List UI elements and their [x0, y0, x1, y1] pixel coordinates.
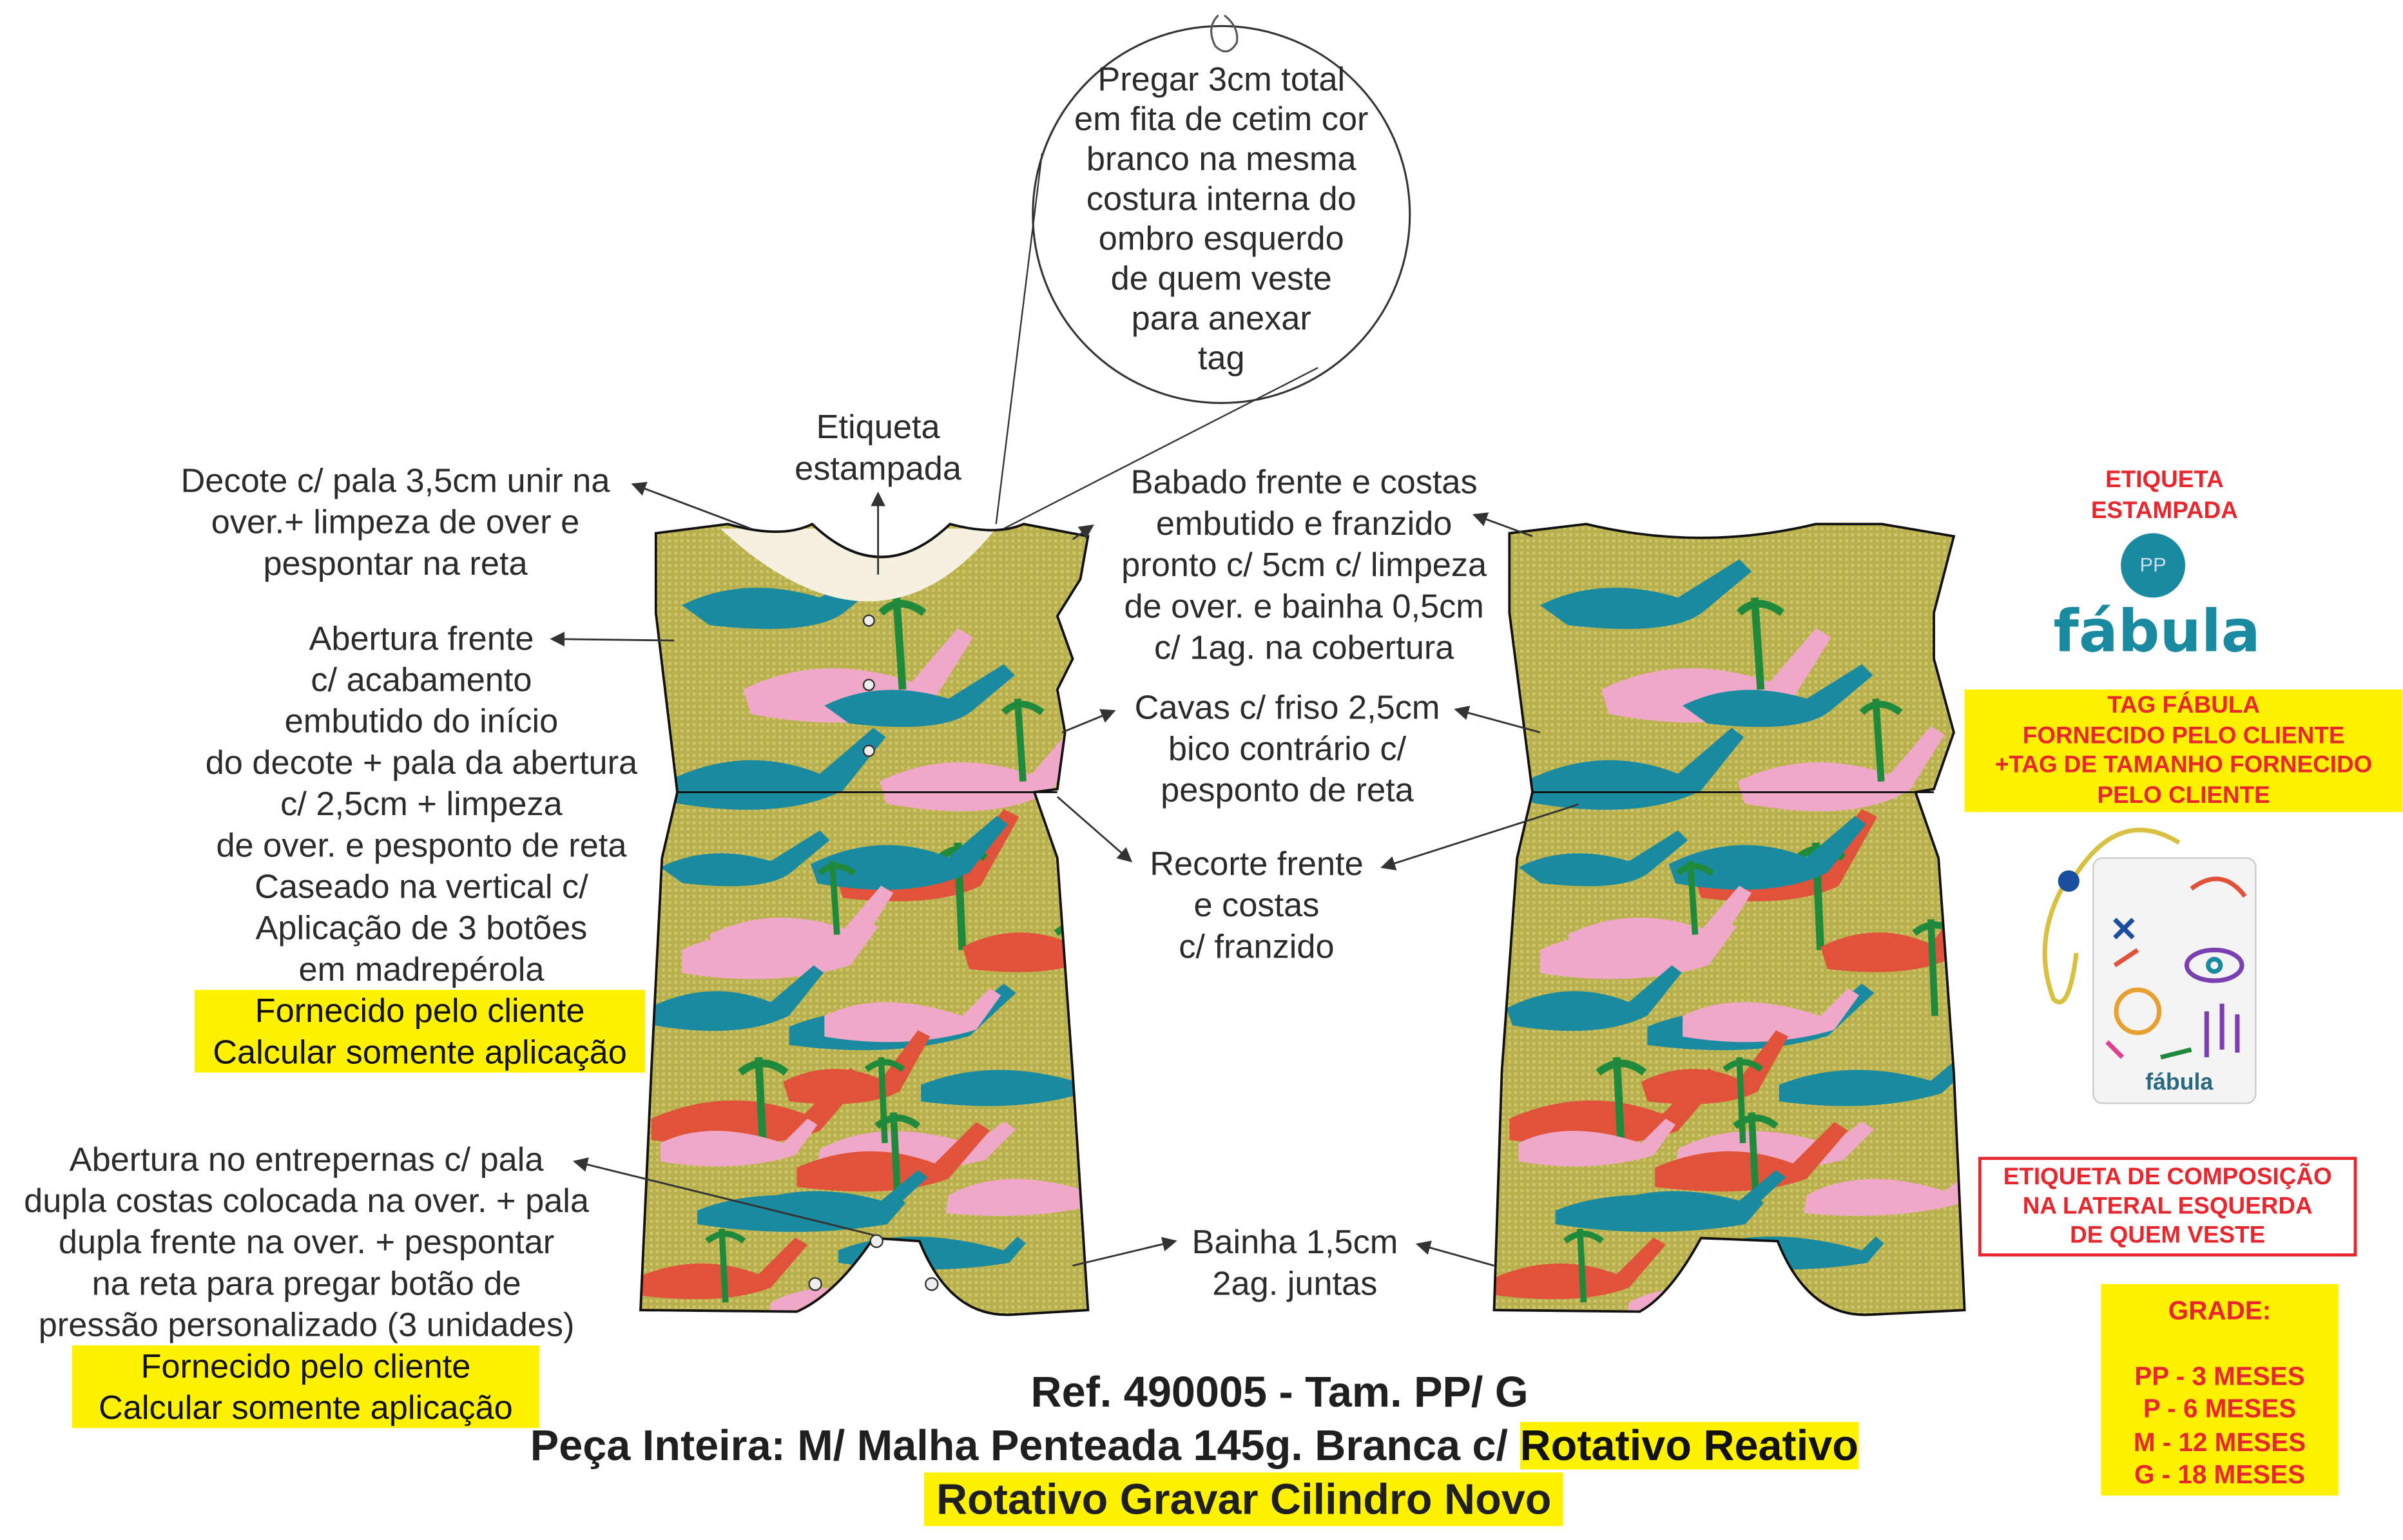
annotation-line: pesponto de reta: [1161, 771, 1414, 809]
annotation-line: Decote c/ pala 3,5cm unir na: [180, 461, 610, 500]
grade-title: GRADE:: [2168, 1296, 2272, 1325]
entrepernas-annotation: Abertura no entrepernas c/ pala dupla co…: [0, 1139, 613, 1345]
box-line: FORNECIDO PELO CLIENTE: [2022, 722, 2345, 749]
tag-fabula-box: TAG FÁBULA FORNECIDO PELO CLIENTE +TAG D…: [1964, 689, 2403, 813]
annotation-line: pespontar na reta: [263, 544, 528, 582]
composicao-box: ETIQUETA DE COMPOSIÇÃO NA LATERAL ESQUER…: [1978, 1157, 2357, 1256]
annotation-line: Babado frente e costas: [1130, 463, 1478, 501]
callout-circle: [1032, 24, 1411, 404]
back-garment-print: [1494, 524, 1965, 1315]
annotation-line: de over. e bainha 0,5cm: [1124, 586, 1484, 626]
grade-item: PP - 3 MESES: [2134, 1361, 2305, 1391]
title-line: ETIQUETA: [2105, 467, 2224, 494]
decote-annotation: Decote c/ pala 3,5cm unir na over.+ limp…: [150, 459, 641, 584]
annotation-line: em fita de cetim cor: [1074, 99, 1369, 139]
annotation-line: Aplicação de 3 botões: [255, 909, 588, 947]
annotation-line: branco na mesma: [1086, 139, 1356, 178]
annotation-line: tag: [1197, 338, 1245, 377]
logo-text: fábula: [2053, 597, 2261, 666]
annotation-line: Etiqueta: [816, 407, 940, 446]
grade-item: M - 12 MESES: [2133, 1427, 2306, 1457]
annotation-line: Cavas c/ friso 2,5cm: [1134, 688, 1440, 727]
reference-title: Ref. 490005 - Tam. PP/ G: [1030, 1368, 1529, 1416]
annotation-line: na reta para pregar botão de: [92, 1264, 521, 1303]
cavas-annotation: Cavas c/ friso 2,5cm bico contrário c/ p…: [1111, 686, 1463, 811]
front-garment-outline: [639, 522, 1090, 1316]
box-line: +TAG DE TAMANHO FORNECIDO: [1994, 752, 2373, 779]
entrepernas-supplied-note: Fornecido pelo cliente Calcular somente …: [72, 1345, 540, 1429]
title-line: ESTAMPADA: [2090, 497, 2238, 524]
annotation-line: estampada: [795, 448, 962, 488]
annotation-line: embutido do início: [284, 702, 559, 740]
box-line: PELO CLIENTE: [2097, 782, 2270, 809]
hang-tag-image: [2042, 827, 2257, 1104]
annotation-line: pressão personalizado (3 unidades): [38, 1305, 575, 1344]
annotation-line: Fornecido pelo cliente: [255, 991, 585, 1030]
annotation-line: Calcular somente aplicação: [99, 1388, 513, 1427]
annotation-line: c/ acabamento: [311, 660, 532, 699]
annotation-line: de quem veste: [1110, 258, 1332, 298]
leader-arrows: [550, 481, 1579, 1267]
material-text: Peça Inteira: M/ Malha Penteada 145g. Br…: [530, 1421, 1520, 1470]
bainha-annotation: Bainha 1,5cm 2ag. juntas: [1172, 1221, 1417, 1304]
annotation-line: c/ 1ag. na cobertura: [1154, 628, 1454, 667]
box-line: ETIQUETA DE COMPOSIÇÃO: [2003, 1164, 2332, 1191]
annotation-line: Fornecido pelo cliente: [140, 1347, 471, 1385]
abertura-supplied-note: Fornecido pelo cliente Calcular somente …: [195, 990, 646, 1073]
box-line: DE QUEM VESTE: [2070, 1222, 2266, 1249]
abertura-frente-annotation: Abertura frente c/ acabamento embutido d…: [176, 617, 666, 990]
grade-item: G - 18 MESES: [2134, 1460, 2306, 1490]
annotation-line: Abertura frente: [309, 619, 534, 658]
annotation-line: de over. e pesponto de reta: [216, 825, 627, 865]
annotation-line: bico contrário c/: [1168, 729, 1407, 768]
annotation-line: over.+ limpeza de over e: [211, 502, 580, 541]
etiqueta-annotation: Etiqueta estampada: [755, 406, 1000, 488]
annotation-line: do decote + pala da abertura: [205, 743, 638, 782]
annotation-line: 2ag. juntas: [1212, 1264, 1378, 1303]
material-line: Peça Inteira: M/ Malha Penteada 145g. Br…: [530, 1419, 1858, 1472]
annotation-line: pronto c/ 5cm c/ limpeza: [1121, 545, 1487, 584]
annotation-line: Caseado na vertical c/: [255, 867, 588, 906]
fabula-logo: PP fábula: [2053, 533, 2261, 679]
annotation-line: Calcular somente aplicação: [213, 1032, 627, 1072]
circle-note: Pregar 3cm total em fita de cetim cor br…: [1057, 60, 1385, 379]
annotation-line: Abertura no entrepernas c/ pala: [69, 1140, 544, 1179]
material-highlight: Rotativo Reativo: [1520, 1421, 1858, 1470]
annotation-line: em madrepérola: [298, 950, 545, 988]
annotation-line: c/ franzido: [1179, 927, 1335, 966]
hang-tag-logo-text: fábula: [2145, 1069, 2214, 1096]
annotation-line: para anexar: [1131, 298, 1311, 338]
annotation-line: Bainha 1,5cm: [1192, 1222, 1398, 1262]
front-garment-print: [641, 524, 1088, 1315]
annotation-line: costura interna do: [1086, 179, 1356, 218]
annotation-line: Pregar 3cm total: [1097, 59, 1346, 99]
annotation-line: ombro esquerdo: [1098, 219, 1344, 258]
grade-item: P - 6 MESES: [2143, 1394, 2297, 1424]
box-line: NA LATERAL ESQUERDA: [2022, 1193, 2313, 1220]
cylinder-note: Rotativo Gravar Cilindro Novo: [923, 1472, 1564, 1526]
annotation-line: dupla frente na over. + pespontar: [58, 1222, 555, 1262]
babado-annotation: Babado frente e costas embutido e franzi…: [1097, 461, 1511, 668]
annotation-line: dupla costas colocada na over. + pala: [24, 1181, 590, 1220]
back-garment-outline: [1492, 523, 1966, 1316]
grade-box: GRADE: PP - 3 MESES P - 6 MESES M - 12 M…: [2101, 1284, 2339, 1496]
etiqueta-estampada-title: ETIQUETA ESTAMPADA: [2038, 466, 2291, 526]
annotation-line: embutido e franzido: [1155, 504, 1452, 543]
recorte-annotation: Recorte frente e costas c/ franzido: [1126, 843, 1387, 967]
flower-icon: PP: [2121, 533, 2186, 598]
annotation-line: e costas: [1193, 885, 1320, 924]
annotation-line: Recorte frente: [1150, 844, 1364, 883]
box-line: TAG FÁBULA: [2107, 692, 2261, 719]
annotation-line: c/ 2,5cm + limpeza: [280, 784, 563, 823]
